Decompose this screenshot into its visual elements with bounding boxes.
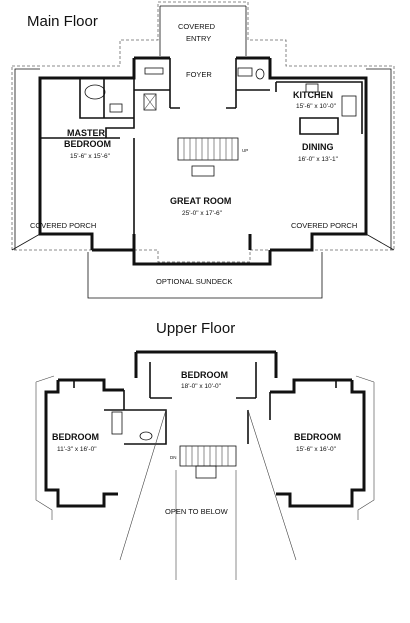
dining-label: DINING — [302, 142, 334, 152]
porch-left-diagonal — [11, 233, 41, 251]
upper-floor-plan: Upper Floor BEDROOM 18'-0" x 10'-0" BEDR… — [35, 320, 375, 580]
left-bedroom-dims: 11'-3" x 16'-0" — [57, 446, 97, 453]
roof-lines — [35, 375, 375, 520]
open-to-below-lines — [119, 409, 297, 580]
foyer-partitions — [134, 58, 270, 109]
top-bedroom-dims: 18'-0" x 10'-0" — [181, 383, 222, 390]
great-room-label: GREAT ROOM — [170, 196, 231, 206]
upper-stair — [179, 445, 237, 479]
upper-bathtub — [111, 411, 123, 435]
range — [341, 95, 357, 117]
great-room-wall — [132, 250, 272, 266]
stair-dn-label: DN — [170, 455, 177, 460]
open-to-below-label: OPEN TO BELOW — [165, 507, 229, 516]
covered-entry-posts — [159, 5, 247, 56]
porch-right-label: COVERED PORCH — [291, 221, 357, 230]
sink — [109, 103, 123, 113]
upper-left-closets — [73, 380, 167, 445]
shower — [143, 93, 157, 111]
ensuite-walls — [79, 78, 135, 138]
left-bedroom-label: BEDROOM — [52, 432, 99, 442]
covered-entry-label-2: ENTRY — [186, 34, 211, 43]
right-bedroom-label: BEDROOM — [294, 432, 341, 442]
kitchen-counters — [275, 81, 363, 135]
master-label-1: MASTER — [67, 128, 106, 138]
upper-sink — [139, 431, 153, 441]
porch-railing-left — [14, 68, 40, 250]
main-stair — [177, 137, 239, 161]
sundeck-label: OPTIONAL SUNDECK — [156, 277, 232, 286]
powder-sink — [237, 67, 253, 77]
upper-top-bedroom-partitions — [149, 362, 257, 399]
covered-entry-label: COVERED — [178, 22, 216, 31]
porch-left-label: COVERED PORCH — [30, 221, 96, 230]
master-bedroom-wall — [40, 137, 135, 234]
master-label-2: BEDROOM — [64, 139, 111, 149]
stair-up-label: UP — [242, 148, 248, 153]
foyer-label: FOYER — [186, 70, 212, 79]
top-bedroom-label: BEDROOM — [181, 370, 228, 380]
kitchen-dims: 15'-6" x 10'-0" — [296, 103, 337, 110]
bathtub — [84, 84, 106, 100]
master-dims: 15'-6" x 15'-6" — [70, 153, 111, 160]
kitchen-label: KITCHEN — [293, 90, 333, 100]
porch-right-diagonal — [365, 233, 395, 251]
main-floor-plan: Main Floor COVERED ENTRY FOYER KITCHEN 1… — [11, 1, 395, 299]
right-bedroom-dims: 15'-6" x 16'-0" — [296, 446, 337, 453]
great-room-dims: 25'-0" x 17'-6" — [182, 210, 223, 217]
kitchen-sink — [305, 83, 319, 93]
upper-left-bedroom-wall — [44, 378, 124, 508]
upper-right-bedroom-wall — [270, 378, 366, 508]
fireplace — [191, 165, 215, 177]
porch-railing-right — [366, 68, 392, 250]
upper-right-closets — [247, 380, 337, 444]
sundeck-outline — [87, 252, 323, 299]
shower-diagonal — [143, 93, 157, 111]
upper-top-bedroom-wall — [134, 350, 278, 378]
upper-floor-title: Upper Floor — [156, 320, 235, 337]
toilet — [255, 68, 265, 80]
dining-dims: 16'-0" x 13'-1" — [298, 156, 339, 163]
porch-outline — [11, 1, 395, 263]
main-floor-title: Main Floor — [27, 13, 98, 30]
washer-dryer — [144, 67, 164, 75]
